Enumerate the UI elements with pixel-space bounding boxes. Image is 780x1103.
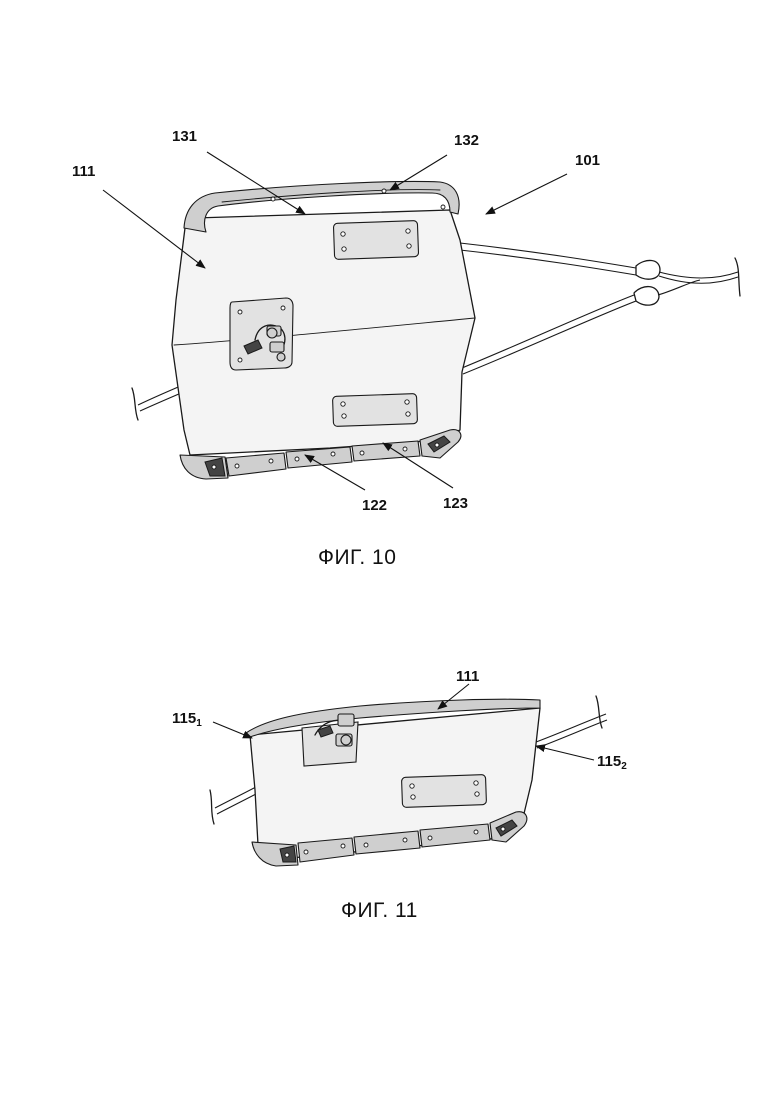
side-bracket <box>230 298 293 370</box>
ref-115-1-sub: 1 <box>196 718 202 729</box>
ref-115-2-sub: 2 <box>621 761 627 772</box>
figure-11-caption: ФИГ. 11 <box>341 899 418 922</box>
plate-11 <box>402 775 487 808</box>
ref-101: 101 <box>575 152 600 169</box>
tow-ropes <box>460 243 740 374</box>
ref-115-1-base: 115 <box>172 710 196 727</box>
lower-plate <box>333 394 418 427</box>
upper-plate <box>333 221 418 260</box>
ref-111: 111 <box>72 163 95 180</box>
ref-123: 123 <box>443 495 468 512</box>
ref-122: 122 <box>362 497 387 514</box>
ref-131: 131 <box>172 128 197 145</box>
figure-10: 111 131 132 101 122 123 ФИГ. 10 <box>72 128 740 569</box>
figure-11: 111 1151 1152 ФИГ. 11 <box>172 668 627 922</box>
ref-115-2-base: 115 <box>597 753 621 770</box>
ref-111-fig11: 111 <box>456 668 479 685</box>
ref-115-1: 1151 <box>172 710 202 729</box>
figure-10-caption: ФИГ. 10 <box>318 546 396 569</box>
ref-115-2: 1152 <box>597 753 627 772</box>
ref-132: 132 <box>454 132 479 149</box>
